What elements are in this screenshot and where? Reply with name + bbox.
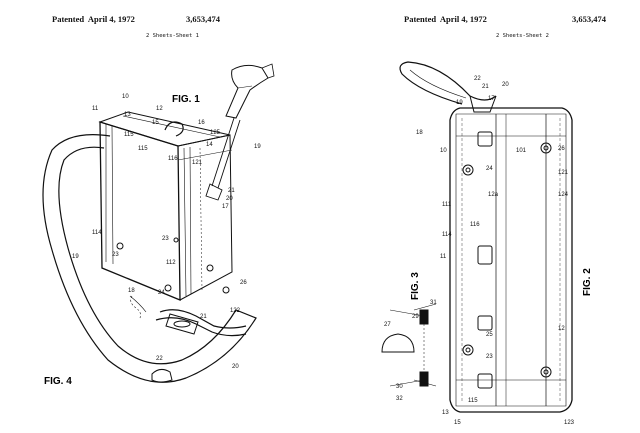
patent-number: 3,653,474 (572, 14, 606, 24)
ref-numeral: 11 (440, 254, 447, 260)
ref-numeral: 18 (416, 130, 423, 136)
ref-numeral: 24 (486, 166, 493, 172)
ref-numeral: 15 (152, 120, 159, 126)
ref-numeral: 21 (482, 84, 489, 90)
ref-numeral: 12a (488, 192, 499, 198)
patent-date: April 4, 1972 (87, 14, 135, 24)
ref-numeral: 12 (558, 326, 565, 332)
ref-numeral: 20 (226, 196, 233, 202)
ref-numeral: 122 (230, 308, 241, 314)
patent-sheet-1: Patented April 4, 1972 3,653,474 2 Sheet… (42, 14, 275, 387)
short-strap (211, 117, 241, 189)
sheet-1-drawing: FIG. 1 FIG. 4 10 11 12 13 15 16 115 125 … (42, 63, 275, 387)
patent-number: 3,653,474 (186, 14, 220, 24)
ref-numeral: 115 (138, 146, 148, 152)
ref-numeral: 101 (516, 148, 527, 154)
ref-numeral: 23 (112, 252, 119, 258)
ref-numeral: 19 (72, 254, 79, 260)
strap-buckle (165, 313, 199, 335)
ref-numeral: 20 (502, 82, 509, 88)
ref-numeral: 30 (396, 384, 403, 390)
fig-2-label: FIG. 2 (582, 268, 593, 296)
ref-numeral: 116 (470, 222, 480, 228)
ref-numeral: 123 (564, 420, 575, 426)
patent-date: April 4, 1972 (439, 14, 487, 24)
ref-numeral: 125 (210, 130, 221, 136)
shoulder-strap (42, 134, 257, 383)
ref-numeral: 31 (430, 300, 437, 306)
ref-numeral: 17 (222, 204, 229, 210)
ref-numeral: 21 (228, 188, 235, 194)
sheet-1-patented-date: Patented April 4, 1972 (52, 14, 135, 24)
ref-numeral: 124 (558, 192, 569, 198)
ref-numeral: 17 (488, 96, 495, 102)
strap-clip (151, 368, 173, 383)
ref-numeral: 26 (558, 146, 565, 152)
ref-numeral: 115 (124, 132, 134, 138)
fig-4-label: FIG. 4 (44, 376, 72, 387)
top-handle (164, 121, 184, 137)
bag-side-face (177, 134, 233, 301)
sheet-count-label: 2 Sheets-Sheet 2 (496, 33, 549, 39)
ref-numeral: 15 (454, 420, 461, 426)
ref-numeral: 112 (166, 260, 176, 266)
ref-numeral: 21 (200, 314, 207, 320)
ref-numeral: 10 (440, 148, 447, 154)
ref-numeral: 121 (192, 160, 203, 166)
ref-numeral: 18 (128, 288, 135, 294)
ref-numeral: 114 (442, 232, 452, 238)
ref-numeral: 13 (124, 112, 131, 118)
ref-numeral: 26 (240, 280, 247, 286)
ref-numeral: 19 (456, 100, 463, 106)
stud-detail (381, 333, 415, 353)
ref-numeral: 20 (232, 364, 239, 370)
ref-numeral: 19 (254, 144, 261, 150)
patented-word: Patented (404, 14, 437, 24)
sheet-count-label: 2 Sheets-Sheet 1 (146, 33, 199, 39)
patented-word: Patented (52, 14, 85, 24)
ref-numeral: 16 (198, 120, 205, 126)
carry-handle (399, 61, 497, 105)
bag-top-view (449, 107, 573, 413)
ref-numeral: 27 (384, 322, 391, 328)
hand-illustration (225, 64, 269, 119)
sheet-2-patented-date: Patented April 4, 1972 (404, 14, 487, 24)
ref-numeral: 115 (468, 398, 478, 404)
ref-numeral: 11 (92, 106, 99, 112)
ref-numeral: 14 (206, 142, 213, 148)
ref-numeral: 32 (396, 396, 403, 402)
ref-numeral: 111 (442, 202, 452, 208)
ref-numeral: 23 (162, 236, 169, 242)
ref-numeral: 22 (156, 356, 163, 362)
fig-3-label: FIG. 3 (410, 272, 421, 300)
ref-numeral: 114 (92, 230, 102, 236)
ref-numeral: 121 (558, 170, 569, 176)
ref-numeral: 10 (122, 94, 129, 100)
ref-numeral: 116 (168, 156, 178, 162)
ref-numeral: 22 (474, 76, 481, 82)
ref-numeral: 24 (158, 290, 165, 296)
ref-numeral: 23 (486, 354, 493, 360)
patent-sheet-2: Patented April 4, 1972 3,653,474 2 Sheet… (320, 0, 640, 433)
sheet-2-drawing: FIG. 2 FIG. 3 22 21 17 20 19 18 10 101 2… (381, 61, 593, 426)
ref-numeral: 25 (486, 332, 493, 338)
fig-1-label: FIG. 1 (172, 94, 200, 105)
ref-numeral: 13 (442, 410, 449, 416)
ref-numeral: 12 (156, 106, 163, 112)
ref-numeral: 29 (412, 314, 419, 320)
